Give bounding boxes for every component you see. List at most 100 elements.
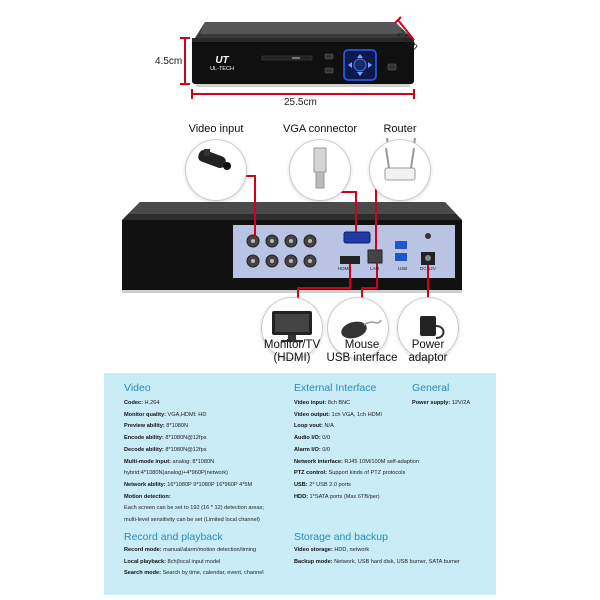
spec-row: Search mode: Search by time, calendar, e… xyxy=(124,569,264,577)
spec-value: VGA,HDMI: HD xyxy=(167,411,207,418)
video-title: Video xyxy=(124,382,151,394)
general-title: General xyxy=(412,382,450,394)
dimension-width: 25.5cm xyxy=(284,97,317,108)
spec-label: Network interface: xyxy=(294,458,343,465)
label-adaptor-line2: adaptor xyxy=(408,352,448,364)
spec-value: 8ch(local input model xyxy=(167,558,221,565)
dvr-front-svg xyxy=(180,16,415,99)
spec-label: USB: xyxy=(294,481,308,488)
spec-value: analog: 8*1080N xyxy=(172,458,215,465)
spec-value: Network, USB hard disk, USB burner, SATA… xyxy=(334,558,460,565)
spec-value: 1ch VGA, 1ch HDMI xyxy=(331,411,382,418)
label-mouse: Mouse USB interface xyxy=(322,339,402,365)
spec-row: Power supply: 12V/2A xyxy=(412,399,470,407)
spec-label: PTZ control: xyxy=(294,470,327,477)
label-monitor-line1: Monitor/TV xyxy=(263,339,321,351)
label-mouse-line2: USB interface xyxy=(326,352,398,364)
spec-row: Backup mode: Network, USB hard disk, USB… xyxy=(294,558,460,566)
port-label-usb: USB xyxy=(398,266,408,271)
spec-value: Support kinds of PTZ protocols xyxy=(328,470,406,477)
spec-row: Video output: 1ch VGA, 1ch HDMI xyxy=(294,411,382,419)
spec-value: Search by time, calendar, event, channel xyxy=(162,570,264,576)
router-icon xyxy=(384,147,416,181)
spec-label: Video input: xyxy=(294,400,327,406)
spec-label: Monitor quality: xyxy=(124,411,166,418)
spec-value: 8*1080N xyxy=(166,423,189,430)
spec-value: N/A xyxy=(324,423,334,430)
label-adaptor-line1: Power xyxy=(411,339,445,351)
spec-value: manual/alarm/motion detection/timing xyxy=(163,547,257,553)
external-interface-title: External Interface xyxy=(294,382,377,394)
label-monitor: Monitor/TV (HDMI) xyxy=(250,339,334,365)
spec-value: RJ45 10M/100M self-adaption xyxy=(344,458,420,465)
spec-row: HDD: 1*SATA ports (Max 6TB/per) xyxy=(294,493,380,501)
spec-value: 0/0 xyxy=(322,435,331,442)
label-router: Router xyxy=(383,123,417,135)
video-input-circle xyxy=(186,140,246,200)
spec-row: Decode ability: 8*1080N@12fps xyxy=(124,446,207,454)
label-adaptor: Power adaptor xyxy=(398,339,458,365)
spec-value: 8*1080N@12fps xyxy=(165,446,207,453)
spec-row: PTZ control: Support kinds of PTZ protoc… xyxy=(294,469,405,477)
spec-row: USB: 2* USB 2.0 ports xyxy=(294,481,351,489)
spec-row: Monitor quality: VGA,HDMI: HD xyxy=(124,411,206,419)
spec-label: HDD: xyxy=(294,493,308,500)
spec-value: 8ch BNC xyxy=(327,400,351,406)
label-mouse-line1: Mouse xyxy=(344,339,380,351)
spec-row: Record mode: manual/alarm/motion detecti… xyxy=(124,546,256,554)
spec-label: Encode ability: xyxy=(124,435,164,442)
spec-value: 8*1080N@12fps xyxy=(165,435,207,442)
spec-value: hybrid:4*1080N(analog)+4*960P(network) xyxy=(124,470,229,477)
spec-label: Motion detection: xyxy=(124,493,171,500)
spec-row: Motion detection: xyxy=(124,493,171,501)
spec-label: Local playback: xyxy=(124,558,166,565)
spec-value: multi-level sensitivity can be set (Limi… xyxy=(124,517,260,523)
spec-value: 2* USB 2.0 ports xyxy=(309,481,351,488)
spec-row: multi-level sensitivity can be set (Limi… xyxy=(124,516,260,524)
vga-cable-icon xyxy=(313,147,327,189)
spec-row: Loop vout: N/A xyxy=(294,422,334,430)
spec-label: Search mode: xyxy=(124,570,161,576)
spec-row: Multi-mode input: analog: 8*1080N xyxy=(124,458,214,466)
record-title: Record and playback xyxy=(124,531,223,543)
brand-name: UL-TECH xyxy=(210,66,234,72)
port-label-hdmi: HDMI xyxy=(338,266,350,271)
label-video-input: Video input xyxy=(188,123,244,135)
spec-label: Backup mode: xyxy=(294,558,333,565)
spec-row: Preview ability: 8*1080N xyxy=(124,422,188,430)
spec-row: Each screen can be set to 192 (16 * 12) … xyxy=(124,504,264,512)
port-label-dc: DC 12V xyxy=(420,266,436,271)
spec-row: Local playback: 8ch(local input model xyxy=(124,558,220,566)
dvr-front-illustration xyxy=(0,0,600,110)
spec-label: Decode ability: xyxy=(124,446,164,453)
mouse-icon xyxy=(341,319,382,339)
spec-row: Audio I/O: 0/0 xyxy=(294,434,330,442)
power-adaptor-icon xyxy=(420,316,445,339)
spec-label: Alarm I/O: xyxy=(294,446,321,453)
port-label-lan: LAN xyxy=(370,266,379,271)
spec-value: 16*1080P 9*1080P 16*960P 4*5M xyxy=(167,481,253,488)
spec-value: 1*SATA ports (Max 6TB/per) xyxy=(309,493,380,500)
spec-row: Alarm I/O: 0/0 xyxy=(294,446,330,454)
spec-label: Loop vout: xyxy=(294,423,323,430)
spec-value: 0/0 xyxy=(322,446,331,453)
spec-value: Each screen can be set to 192 (16 * 12) … xyxy=(124,505,264,512)
spec-label: Network ability: xyxy=(124,481,166,488)
brand-mark: UT xyxy=(215,55,229,66)
spec-panel xyxy=(104,373,496,595)
spec-row: Network ability: 16*1080P 9*1080P 16*960… xyxy=(124,481,252,489)
spec-row: Video input: 8ch BNC xyxy=(294,399,350,407)
spec-value: 12V/2A xyxy=(451,400,471,406)
monitor-icon xyxy=(272,311,312,342)
spec-label: Preview ability: xyxy=(124,423,165,430)
spec-label: Power supply: xyxy=(412,400,451,406)
spec-row: Video storage: HDD, network xyxy=(294,546,369,554)
spec-value: H.264 xyxy=(144,400,160,406)
spec-row: hybrid:4*1080N(analog)+4*960P(network) xyxy=(124,469,228,477)
spec-row: Network interface: RJ45 10M/100M self-ad… xyxy=(294,458,419,466)
label-monitor-line2: (HDMI) xyxy=(273,352,311,364)
label-vga-connector: VGA connector xyxy=(283,123,357,135)
spec-row: Codec: H.264 xyxy=(124,399,159,407)
spec-label: Multi-mode input: xyxy=(124,458,171,465)
